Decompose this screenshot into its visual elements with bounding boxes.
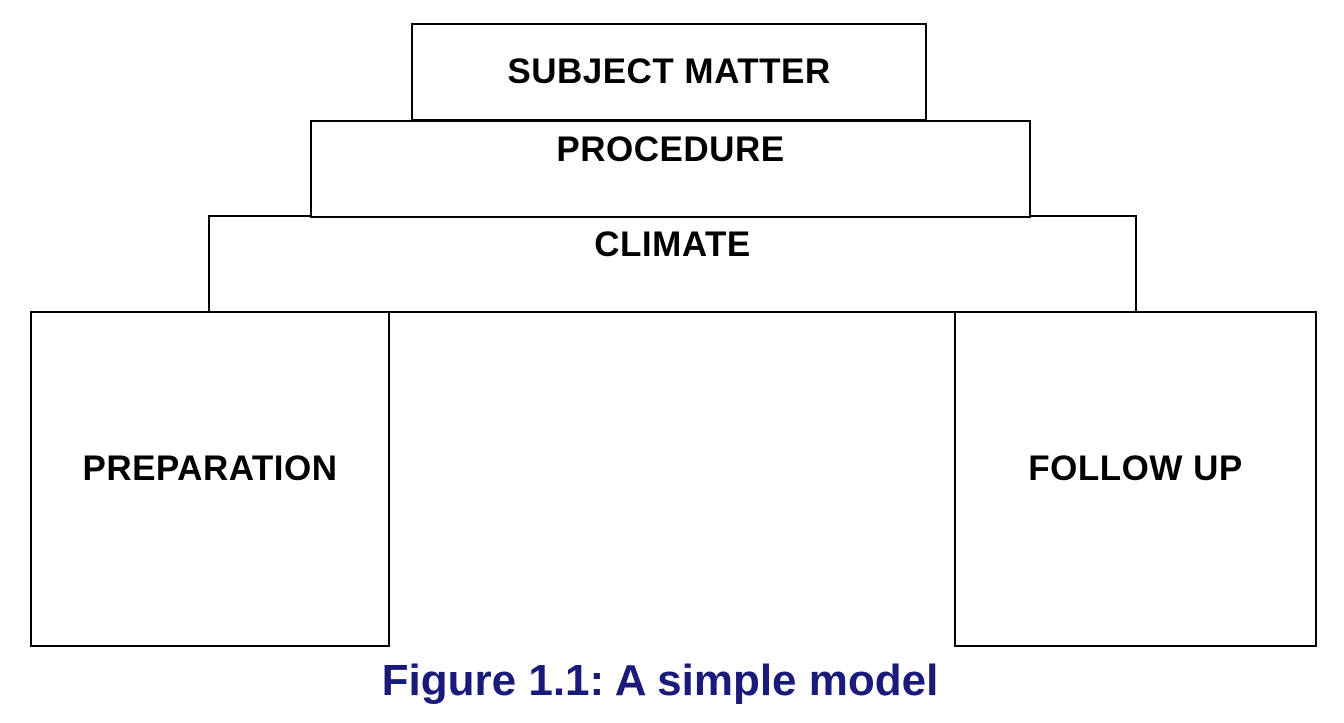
follow-up-box: FOLLOW UP (954, 311, 1317, 647)
figure-caption: Figure 1.1: A simple model (381, 656, 939, 705)
climate-box: CLIMATE (208, 215, 1137, 313)
procedure-label: PROCEDURE (556, 130, 785, 169)
procedure-box: PROCEDURE (310, 120, 1031, 218)
preparation-box: PREPARATION (30, 311, 390, 647)
subject-matter-box: SUBJECT MATTER (411, 23, 927, 121)
preparation-label: PREPARATION (82, 449, 338, 488)
climate-label: CLIMATE (594, 225, 751, 264)
follow-up-label: FOLLOW UP (1028, 449, 1243, 488)
subject-matter-label: SUBJECT MATTER (507, 52, 831, 91)
